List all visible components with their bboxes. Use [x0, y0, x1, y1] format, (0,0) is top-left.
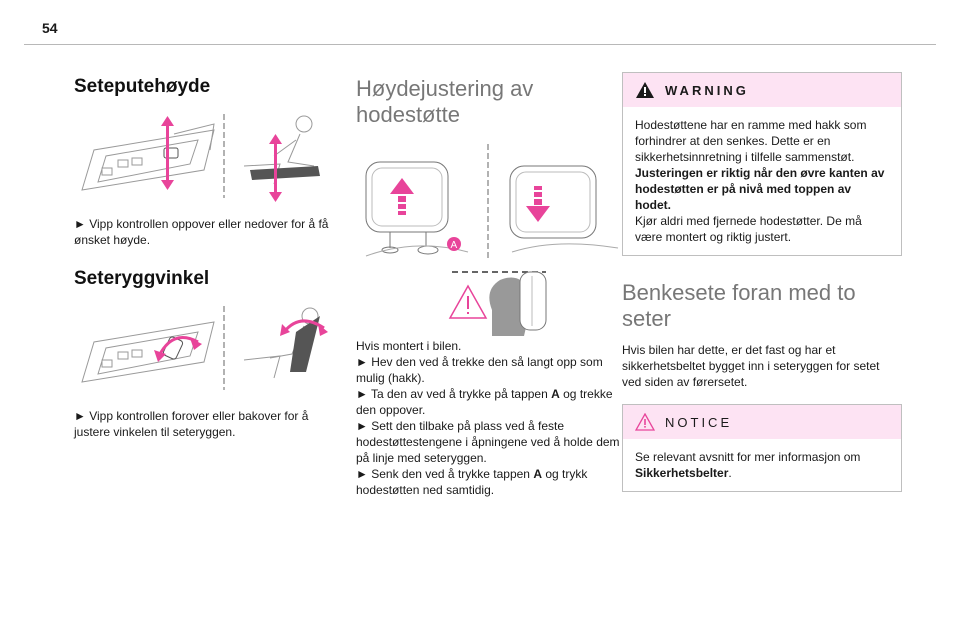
warning-title: WARNING	[665, 82, 749, 98]
page-number: 54	[42, 20, 58, 36]
text-front-bench-seat: Hvis bilen har dette, er det fast og har…	[622, 343, 880, 389]
warning-body: Hodestøttene har en ramme med hakk som f…	[623, 107, 901, 255]
text-step-4-post: og trykk hodestøtten ned samtidig.	[356, 467, 588, 497]
warning-text-1: Hodestøttene har en ramme med hakk som f…	[635, 118, 867, 164]
warning-box: WARNING Hodestøttene har en ramme med ha…	[622, 72, 902, 256]
notice-text-bold: Sikkerhetsbelter	[635, 466, 729, 480]
backrest-angle-illustration	[74, 302, 342, 394]
text-step-3: ► Sett den tilbake på plass ved å feste …	[356, 419, 620, 465]
notice-text-post: .	[728, 466, 732, 480]
notice-triangle-icon	[635, 413, 655, 431]
arrow-up-icon	[390, 178, 414, 215]
column-headrest: Høydejustering av hodestøtte A	[356, 70, 624, 498]
notice-header: NOTICE	[623, 405, 901, 439]
notice-text-pre: Se relevant avsnitt for mer informasjon …	[635, 450, 861, 464]
text-step-4-key: A	[533, 467, 542, 481]
text-step-1: ► Hev den ved å trekke den så langt opp …	[356, 355, 603, 385]
text-step-2-pre: ► Ta den av ved å trykke på tappen	[356, 387, 552, 401]
arrow-down-icon	[526, 186, 550, 222]
warning-text-bold: Justeringen er riktig når den øvre kante…	[635, 166, 885, 212]
header-rule	[24, 44, 936, 45]
heading-front-bench-seat: Benkesete foran med to seter	[622, 280, 856, 331]
heading-seat-height: Seteputehøyde	[74, 76, 211, 97]
seat-height-illustration	[74, 110, 342, 202]
notice-title: NOTICE	[665, 414, 733, 430]
text-step-2-key: A	[551, 387, 560, 401]
text-step-2-post: og trekke den oppover.	[356, 387, 613, 417]
text-backrest-angle: ► Vipp kontrollen forover eller bakover …	[74, 409, 309, 439]
text-seat-height: ► Vipp kontrollen oppover eller nedover …	[74, 217, 329, 247]
warning-header: WARNING	[623, 73, 901, 107]
notice-body: Se relevant avsnitt for mer informasjon …	[623, 439, 901, 491]
column-warnings: WARNING Hodestøttene har en ramme med ha…	[622, 72, 902, 492]
text-headrest-steps: Hvis montert i bilen. ► Hev den ved å tr…	[356, 338, 624, 498]
text-intro: Hvis montert i bilen.	[356, 339, 462, 353]
warning-small-icon	[448, 284, 488, 319]
text-step-4-pre: ► Senk den ved å trykke tappen	[356, 467, 534, 481]
warning-text-2: Kjør aldri med fjernede hodestøtter. De …	[635, 214, 862, 244]
notice-box: NOTICE Se relevant avsnitt for mer infor…	[622, 404, 902, 492]
heading-headrest-height: Høydejustering av hodestøtte	[356, 76, 534, 127]
label-a-marker: A	[451, 240, 458, 251]
warning-triangle-icon	[636, 82, 654, 98]
headrest-illustration: A	[356, 140, 624, 336]
arrow-up-down-icon	[161, 116, 174, 190]
column-seat-adjustment: Seteputehøyde	[74, 70, 342, 440]
heading-backrest-angle: Seteryggvinkel	[74, 268, 210, 289]
